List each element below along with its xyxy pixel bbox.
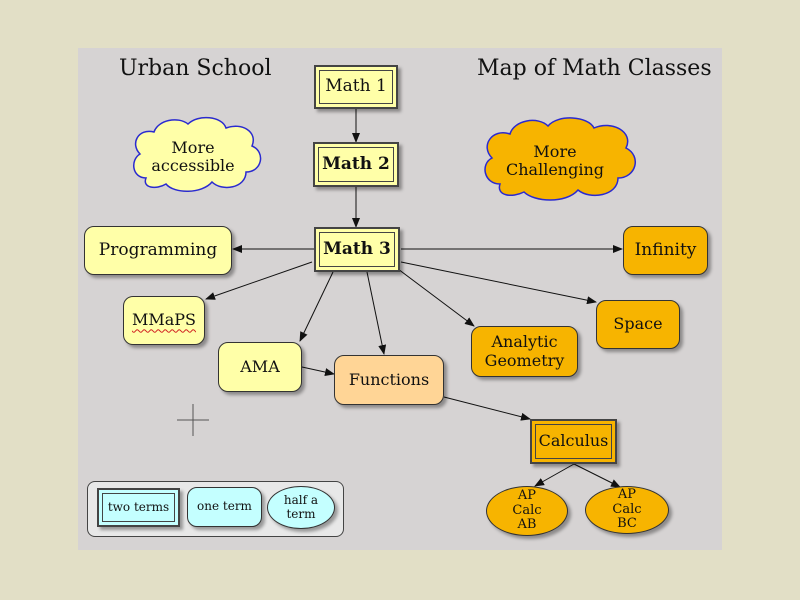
node-math-2-label: Math 2: [322, 153, 390, 174]
cloud-accessible-shape: [133, 116, 262, 192]
legend-one-term: one term: [187, 487, 262, 527]
node-math-1[interactable]: Math 1: [314, 65, 398, 109]
node-math-3[interactable]: Math 3: [314, 227, 400, 272]
node-mmaps[interactable]: MMaPS: [123, 296, 205, 345]
cloud-more-challenging: More Challenging: [506, 141, 604, 179]
map-title: Map of Math Classes: [477, 56, 712, 81]
node-infinity[interactable]: Infinity: [623, 226, 708, 275]
legend-two-terms-label: two terms: [107, 499, 170, 514]
node-math-1-label: Math 1: [325, 76, 387, 97]
node-math-3-label: Math 3: [323, 238, 391, 259]
node-calculus[interactable]: Calculus: [530, 419, 617, 464]
node-math-2[interactable]: Math 2: [313, 142, 399, 187]
node-programming[interactable]: Programming: [84, 226, 232, 275]
node-space[interactable]: Space: [596, 300, 680, 349]
node-mmaps-label: MMaPS: [131, 310, 197, 330]
cloud-challenging-shape: [484, 117, 636, 201]
node-calculus-label: Calculus: [538, 431, 609, 451]
school-title: Urban School: [119, 56, 272, 81]
node-ap-calc-ab[interactable]: AP Calc AB: [486, 486, 568, 536]
node-ama[interactable]: AMA: [218, 342, 302, 392]
crosshair-icon: [177, 404, 209, 436]
legend-half-term: half a term: [267, 486, 335, 529]
legend-two-terms: two terms: [97, 488, 180, 527]
cloud-more-accessible: More accessible: [151, 137, 235, 175]
node-ap-calc-bc[interactable]: AP Calc BC: [585, 486, 669, 534]
node-analytic-geometry[interactable]: Analytic Geometry: [471, 326, 578, 377]
node-functions[interactable]: Functions: [334, 355, 444, 405]
